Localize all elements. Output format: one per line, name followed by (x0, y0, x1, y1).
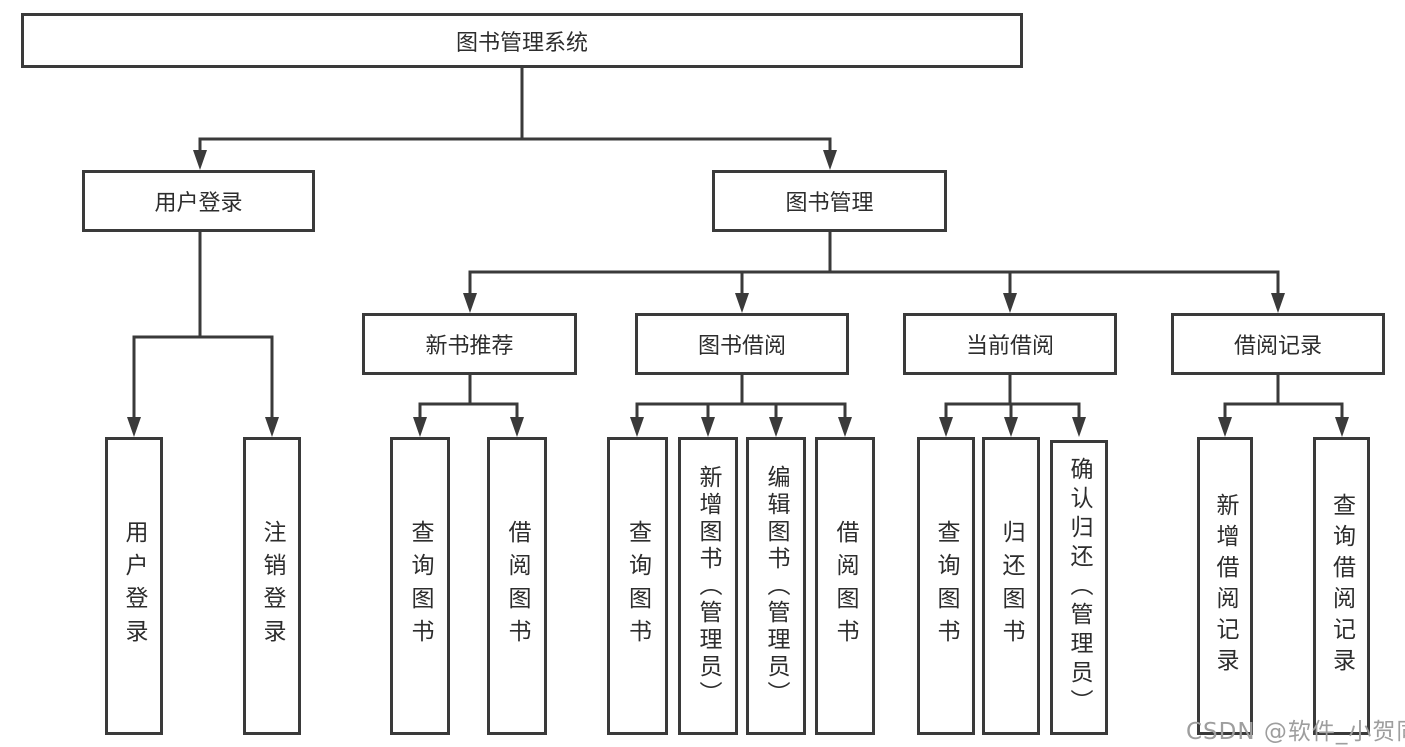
leaf-edit-books-admin: 编辑图书（管理员） (746, 437, 806, 735)
node-current-borrow: 当前借阅 (903, 313, 1117, 375)
leaf-borrow-books-recommend: 借阅图书 (487, 437, 547, 735)
leaf-return-books: 归还图书 (982, 437, 1040, 735)
leaf-add-books-admin: 新增图书（管理员） (678, 437, 738, 735)
arrowheads (127, 150, 1349, 437)
node-borrow-records: 借阅记录 (1171, 313, 1385, 375)
watermark: CSDN @软件_小贺同学 (1186, 719, 1405, 745)
leaf-query-books-current: 查询图书 (917, 437, 975, 735)
leaf-add-borrow-record: 新增借阅记录 (1197, 437, 1253, 735)
leaf-query-books-borrow: 查询图书 (607, 437, 668, 735)
node-root: 图书管理系统 (21, 13, 1023, 68)
node-book-borrow: 图书借阅 (635, 313, 849, 375)
leaf-user-login: 用户登录 (105, 437, 163, 735)
leaf-confirm-return-admin: 确认归还（管理员） (1050, 440, 1108, 735)
node-user-login: 用户登录 (82, 170, 315, 232)
node-book-management: 图书管理 (712, 170, 947, 232)
leaf-logout: 注销登录 (243, 437, 301, 735)
node-new-book-recommend: 新书推荐 (362, 313, 577, 375)
leaf-query-books-recommend: 查询图书 (390, 437, 450, 735)
leaf-borrow-books: 借阅图书 (815, 437, 875, 735)
leaf-query-borrow-record: 查询借阅记录 (1313, 437, 1370, 735)
